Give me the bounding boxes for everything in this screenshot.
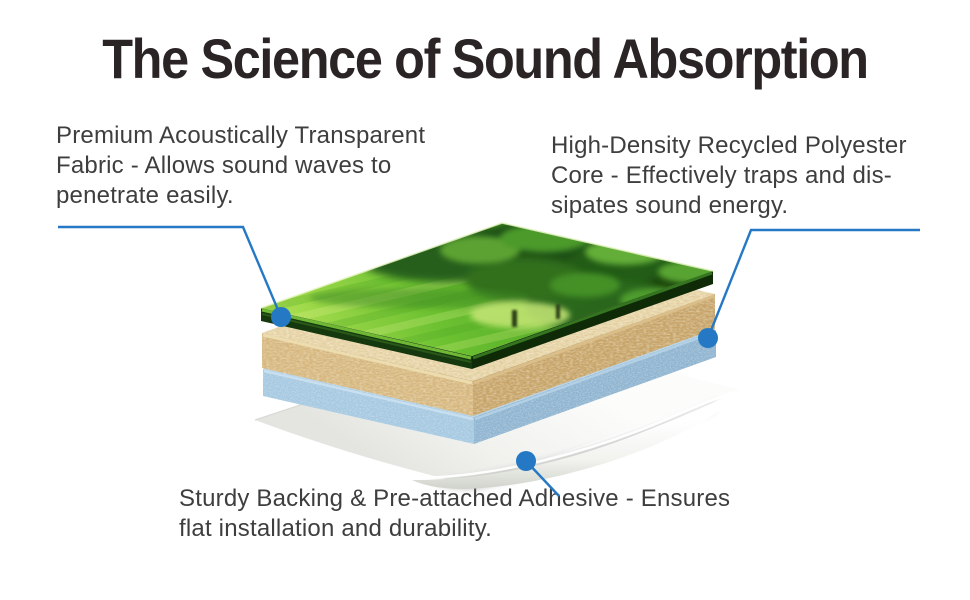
callout-fabric-line-2: Fabric - Allows sound waves to [56, 152, 392, 179]
callout-core-line-2: Core - Effectively traps and dis- [551, 162, 892, 189]
leader-line-fabric [58, 225, 283, 318]
callout-dot-backing-icon [516, 451, 536, 471]
callout-fabric-line-1: Premium Acoustically Transparent [56, 122, 426, 149]
page-title: The Science of Sound Absorption [102, 27, 869, 90]
callout-fabric: Premium Acoustically Transparent Fabric … [56, 121, 425, 211]
callout-core-line-3: sipates sound energy. [551, 192, 789, 219]
callout-backing-line-1: Sturdy Backing & Pre-attached Adhesive -… [179, 485, 731, 512]
callout-dot-core-icon [698, 328, 718, 348]
callout-core-line-1: High-Density Recycled Polyester [551, 132, 907, 159]
callout-backing-line-2: flat installation and durability. [179, 515, 492, 542]
callout-backing: Sturdy Backing & Pre-attached Adhesive -… [179, 484, 730, 544]
leader-line-core [706, 228, 920, 339]
callout-fabric-line-3: penetrate easily. [56, 182, 234, 209]
callout-dot-fabric-icon [271, 307, 291, 327]
peeled-corner-curl [412, 392, 737, 489]
callout-core: High-Density Recycled Polyester Core - E… [551, 131, 907, 221]
tree-trunks [512, 304, 560, 327]
